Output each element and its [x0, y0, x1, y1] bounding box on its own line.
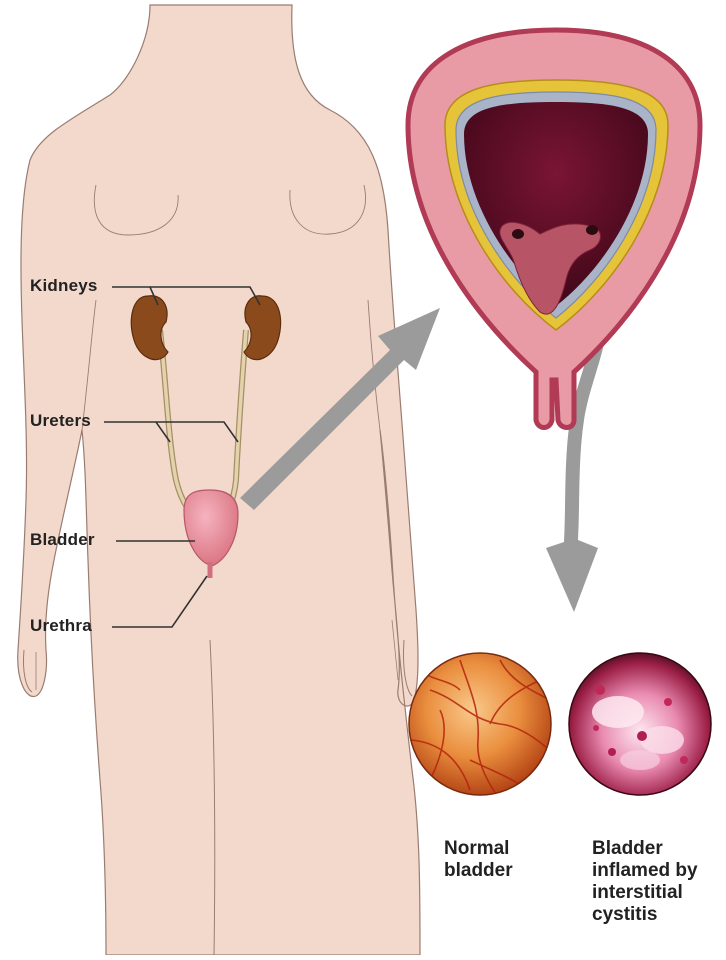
label-bladder: Bladder — [30, 530, 95, 550]
caption-normal-line-2: bladder — [444, 860, 513, 882]
inflamed-bladder-view — [569, 653, 711, 795]
caption-normal-line-1: Normal — [444, 838, 513, 860]
normal-bladder-view — [409, 653, 560, 800]
left-ureter-opening — [512, 229, 524, 239]
label-urethra: Urethra — [30, 616, 92, 636]
caption-inflamed-bladder: Bladder inflamed by interstitial cystiti… — [592, 838, 698, 926]
label-kidneys: Kidneys — [30, 276, 98, 296]
label-ureters: Ureters — [30, 411, 91, 431]
body-silhouette — [18, 5, 420, 955]
caption-inflamed-line-1: Bladder — [592, 838, 698, 860]
caption-inflamed-line-2: inflamed by — [592, 860, 698, 882]
bladder-cross-section — [408, 30, 700, 428]
right-ureter-opening — [586, 225, 598, 235]
caption-inflamed-line-4: cystitis — [592, 904, 698, 926]
caption-normal-bladder: Normal bladder — [444, 838, 513, 882]
caption-inflamed-line-3: interstitial — [592, 882, 698, 904]
